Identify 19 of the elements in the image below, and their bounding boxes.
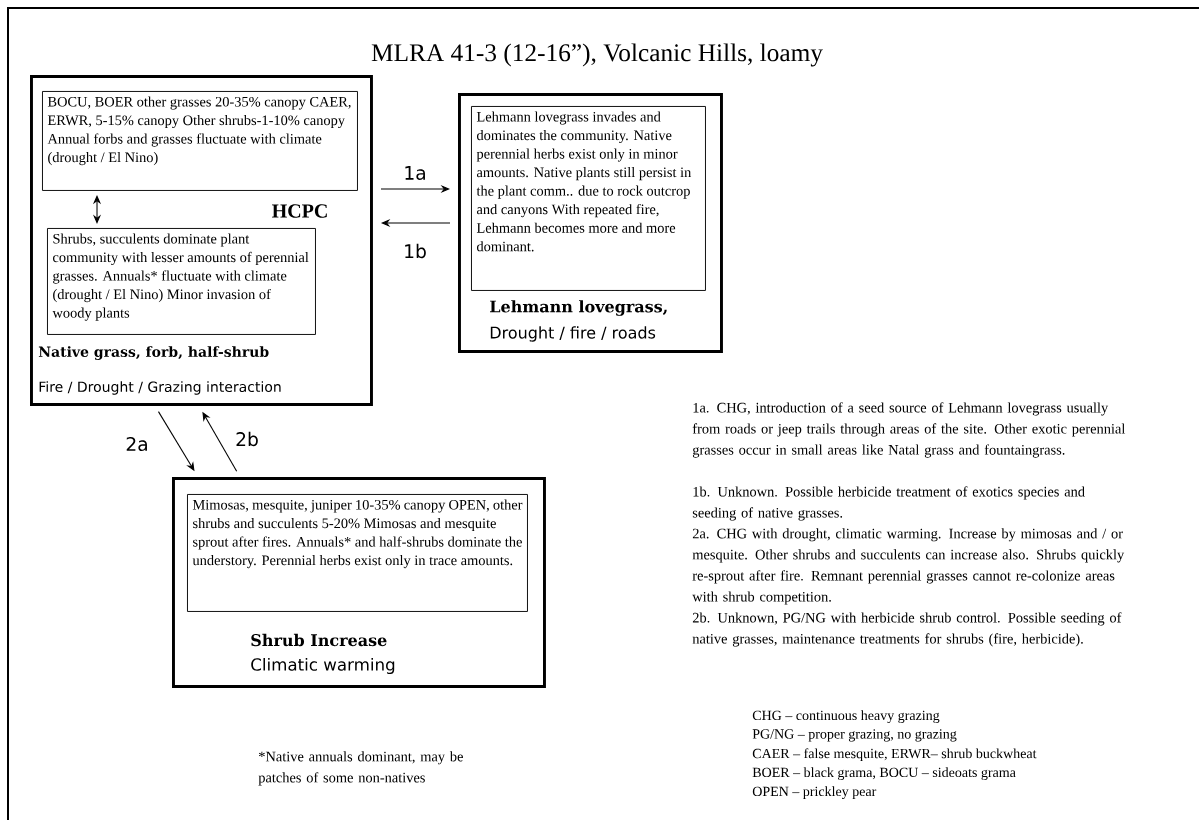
title: MLRA 41-3 (12-16”), Volcanic Hills, loamy [371, 43, 823, 67]
edge-label: 1b [401, 242, 429, 260]
description-box: BOCU, BOER other grasses 20-35% canopy CAER, ERWR, 5-15% canopy Other shrubs-1-10% canopy Annual forbs and grasses fluctuate with climate (drought / El Nino) [42, 91, 358, 191]
note-text: 2a. CHG with drought, climatic warming. Increase by mimosas and / or mesquite. Other shrubs and succulents can increase also. Shrubs quickly re-sprout after fire. Remnant perennial grasses cannot re-colonize areas with shrub competition. [692, 528, 1125, 605]
description-box: Mimosas, mesquite, juniper 10-35% canopy OPEN, other shrubs and succulents 5-20% Mimosas and mesquite sprout after fires. Annuals* and half-shrubs dominate the understory. Perennial herbs exist only in trace amounts. [187, 494, 528, 612]
note-text: 1b. Unknown. Possible herbicide treatment of exotics species and seeding of native grasses. [692, 486, 1085, 521]
edge-label: 2b [233, 430, 261, 448]
footnote-text: *Native annuals dominant, may be patches of some non-natives [258, 751, 463, 786]
edge-label: 1a [402, 164, 428, 182]
abbreviation-text: CHG – continuous heavy grazing [752, 710, 940, 723]
description-box: Shrubs, succulents dominate plant community with lesser amounts of perennial grasses. Annuals* fluctuate with climate (drought / El Nino) Minor invasion of woody plants [47, 228, 316, 335]
abbreviation-text: OPEN – prickley pear [752, 786, 877, 799]
note-text: 2b. Unknown, PG/NG with herbicide shrub control. Possible seeding of native grasses, maintenance treatments for shrubs (fire, herbicide). [692, 612, 1122, 647]
abbreviation-text: PG/NG – proper grazing, no grazing [752, 729, 957, 742]
note-text: 1a. CHG, introduction of a seed source of Lehmann lovegrass usually from roads or jeep trails through areas of the site. Other exotic perennial grasses occur in small areas like Natal grass and fountaingrass. [692, 402, 1126, 458]
edge-label: 2a [124, 435, 150, 453]
abbreviation-text: CAER – false mesquite, ERWR– shrub buckwheat [752, 748, 1037, 762]
abbreviation-text: BOER – black grama, BOCU – sideoats grama [752, 767, 1016, 780]
description-box: Lehmann lovegrass invades and dominates the community. Native perennial herbs exist only in minor amounts. Native plants still persist in the plant comm.. due to rock outcrop and canyons With repeated fire, Lehmann becomes more and more dominant. [471, 106, 706, 291]
